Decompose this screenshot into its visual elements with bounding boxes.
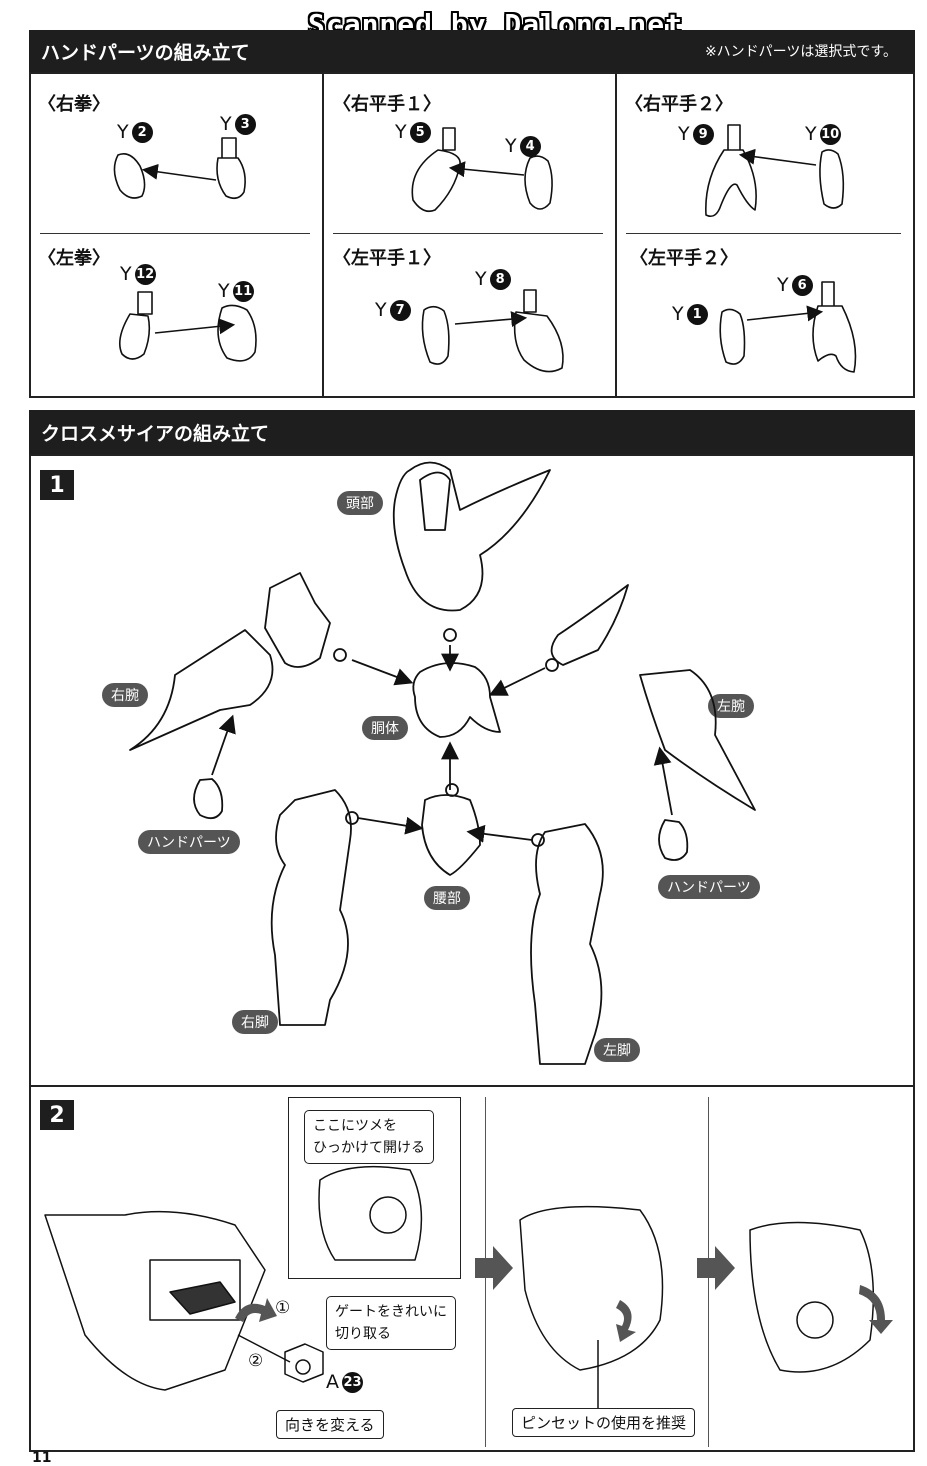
cell-title-right-fist: 〈右拳〉: [38, 94, 110, 115]
assembly-frame: [29, 454, 915, 1452]
note-change-direction: 向きを変える: [276, 1410, 384, 1439]
assembly-title: クロスメサイアの組み立て: [41, 422, 270, 445]
cell-title-left-fist: 〈左拳〉: [38, 248, 110, 269]
note-use-tweezers: ピンセットの使用を推奨: [512, 1408, 696, 1437]
panel-divider: [708, 1097, 709, 1447]
cell-title-right-open-1: 〈右平手１〉: [333, 94, 441, 115]
divider: [40, 233, 310, 234]
label-hand-parts-left: ハンドパーツ: [138, 830, 240, 854]
divider: [322, 72, 324, 398]
hand-parts-header: ハンドパーツの組み立て ※ハンドパーツは選択式です。: [29, 30, 915, 72]
step-2-number: 2: [40, 1100, 74, 1130]
detail-inset: [288, 1097, 461, 1279]
divider: [333, 233, 603, 234]
hand-parts-title: ハンドパーツの組み立て: [41, 41, 250, 64]
cell-title-left-open-2: 〈左平手２〉: [630, 248, 738, 269]
divider: [626, 233, 901, 234]
callout-cut-gate: ゲートをきれいに 切り取る: [326, 1296, 456, 1350]
callout-open-tab: ここにツメを ひっかけて開ける: [304, 1110, 434, 1164]
label-right-leg: 右脚: [232, 1010, 278, 1034]
hand-parts-frame: [29, 72, 915, 398]
cell-title-left-open-1: 〈左平手１〉: [333, 248, 441, 269]
step-1-number: 1: [40, 470, 74, 500]
label-right-arm: 右腕: [102, 683, 148, 707]
label-waist: 腰部: [424, 886, 470, 910]
cell-title-right-open-2: 〈右平手２〉: [625, 94, 733, 115]
assembly-header: クロスメサイアの組み立て: [29, 410, 915, 454]
selection-note: ※ハンドパーツは選択式です。: [704, 44, 897, 60]
label-hand-parts-right: ハンドパーツ: [658, 875, 760, 899]
label-head: 頭部: [337, 491, 383, 515]
label-left-arm: 左腕: [708, 694, 754, 718]
step-mark-2: ②: [248, 1351, 264, 1371]
panel-divider: [485, 1097, 486, 1447]
label-torso: 胴体: [362, 716, 408, 740]
step-mark-1: ①: [275, 1298, 291, 1318]
step-divider: [30, 1085, 914, 1087]
page-number: 11: [32, 1450, 52, 1466]
label-left-leg: 左脚: [594, 1038, 640, 1062]
divider: [615, 72, 617, 398]
